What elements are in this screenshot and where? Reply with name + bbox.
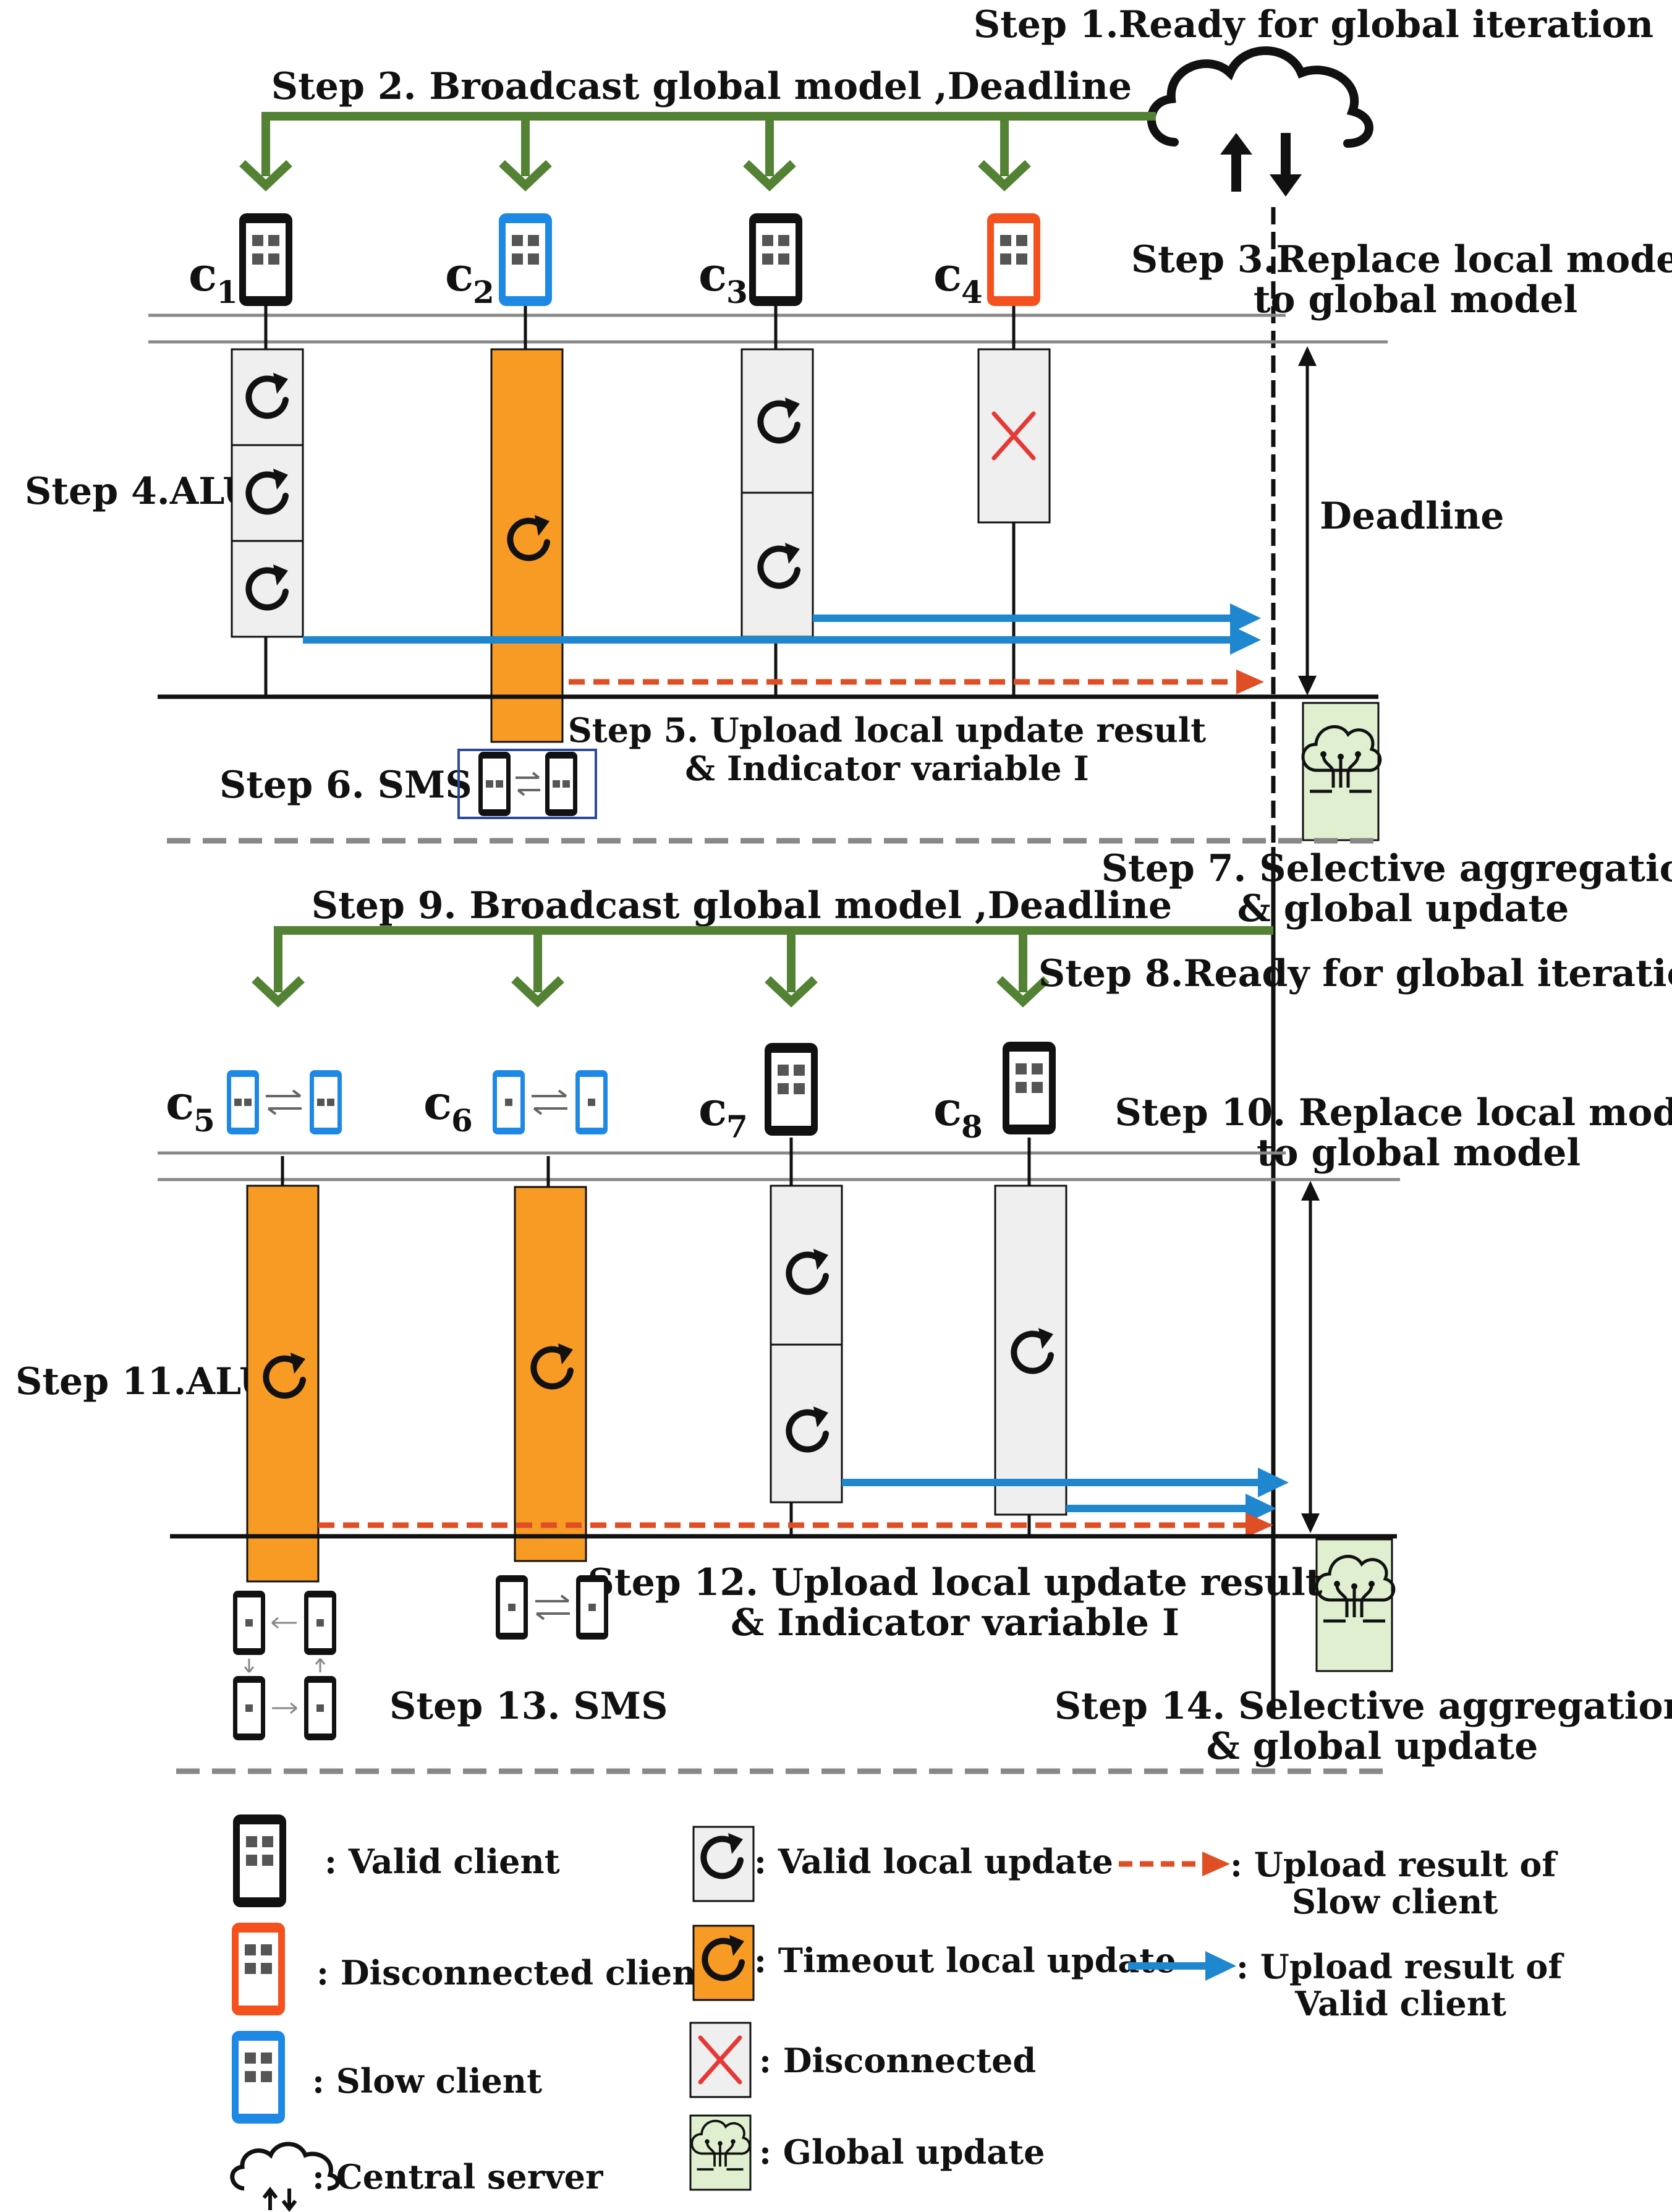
- client-c5-label: c: [166, 1075, 194, 1130]
- legend: : Valid client : Disconnected client : S…: [230, 1814, 1564, 2212]
- client-c8-label: c: [933, 1081, 962, 1136]
- step-13-label: Step 13. SMS: [389, 1685, 668, 1728]
- client-lifelines: [281, 1138, 1031, 1536]
- step-3-label: Step 3.Replace local model: [1131, 238, 1672, 281]
- client-c6-icon: [493, 1070, 608, 1134]
- client-lifelines: [264, 306, 1016, 697]
- step-14-label-2: & global update: [1207, 1725, 1538, 1768]
- step-11-label: Step 11.ALU: [15, 1360, 271, 1403]
- valid-update-block: [770, 1185, 843, 1346]
- timeout-update-block: [246, 1185, 320, 1583]
- client-c4-icon: [987, 213, 1040, 306]
- valid-update-block: [994, 1185, 1067, 1516]
- client-c5-icon: [227, 1070, 342, 1134]
- client-c6-sub: 6: [451, 1102, 473, 1139]
- client-c4-sub: 4: [961, 274, 983, 310]
- client-c8-sub: 8: [961, 1108, 983, 1145]
- client-c4-label: c: [933, 247, 962, 302]
- timeout-update-block: [490, 348, 564, 743]
- valid-update-block: [231, 540, 304, 638]
- client-c7-icon: [765, 1043, 818, 1136]
- legend-slow-client: : Slow client: [312, 2061, 542, 2101]
- client-c7-sub: 7: [726, 1108, 748, 1145]
- step-1-label: Step 1.Ready for global iteration: [974, 3, 1653, 46]
- step-8-label: Step 8.Ready for global iteration: [1038, 952, 1672, 995]
- client-c2-label: c: [445, 247, 473, 302]
- legend-disconnected: : Disconnected: [759, 2041, 1036, 2080]
- client-c3-icon: [749, 213, 802, 306]
- client-c7-label: c: [698, 1081, 727, 1136]
- step-12-label: Step 12. Upload local update result: [588, 1561, 1323, 1604]
- legend-valid-local-update: : Valid local update: [754, 1842, 1113, 1881]
- legend-valid-client: : Valid client: [325, 1842, 560, 1881]
- legend-upload-valid: : Upload result of: [1236, 1947, 1564, 1986]
- step-7-label-2: & global update: [1237, 887, 1569, 930]
- step-14-label: Step 14. Selective aggregation: [1055, 1685, 1672, 1728]
- legend-central-server: : Central server: [312, 2157, 603, 2197]
- step-6-label: Step 6. SMS: [219, 764, 472, 807]
- client-c2-icon: [499, 213, 552, 306]
- client-c3-sub: 3: [726, 274, 748, 310]
- client-c2-sub: 2: [473, 274, 494, 310]
- broadcast-arrow: [261, 112, 1156, 176]
- sms-four-way-icon: [233, 1591, 336, 1740]
- sms-exchange-icon: [496, 1575, 608, 1640]
- step-3-label-2: to global model: [1254, 278, 1577, 321]
- step-12-label-2: & Indicator variable I: [731, 1601, 1179, 1644]
- valid-update-block: [231, 348, 304, 446]
- client-c5-sub: 5: [193, 1102, 215, 1139]
- step-10-label-2: to global model: [1257, 1131, 1581, 1175]
- client-c1-label: c: [189, 247, 217, 302]
- step-4-label: Step 4.ALU: [25, 470, 255, 513]
- valid-update-block: [770, 1343, 843, 1504]
- legend-upload-slow-2: Slow client: [1292, 1882, 1498, 1921]
- step-9-label: Step 9. Broadcast global model ,Deadline: [312, 884, 1172, 927]
- legend-upload-slow: : Upload result of: [1230, 1845, 1558, 1884]
- valid-client-icon: [233, 1814, 286, 1907]
- client-c1-sub: 1: [216, 274, 238, 310]
- timeout-update-block: [514, 1186, 587, 1562]
- step-7-label: Step 7. Selective aggregation: [1101, 847, 1672, 890]
- disconnected-client-icon: [232, 1923, 285, 2015]
- valid-update-block: [231, 444, 304, 542]
- legend-global-update: : Global update: [759, 2132, 1045, 2172]
- broadcast-arrow: [274, 926, 1273, 992]
- legend-timeout-local-update: : Timeout local update: [754, 1941, 1176, 1980]
- step-5-label: Step 5. Upload local update result: [568, 710, 1207, 750]
- client-c1-icon: [239, 213, 292, 306]
- legend-upload-valid-2: Valid client: [1294, 1984, 1506, 2023]
- valid-update-block: [741, 348, 814, 494]
- central-server-legend-icon: [230, 2142, 340, 2212]
- client-c8-icon: [1003, 1042, 1056, 1134]
- client-c3-label: c: [698, 247, 727, 302]
- deadline-label: Deadline: [1320, 495, 1504, 538]
- step-5-label-2: & Indicator variable I: [685, 749, 1088, 788]
- step-2-label: Step 2. Broadcast global model ,Deadline: [271, 65, 1132, 108]
- client-c6-label: c: [423, 1075, 452, 1130]
- central-server-icon: [1147, 46, 1373, 197]
- legend-disconnected-client: : Disconnected client: [316, 1953, 712, 1993]
- slow-client-icon: [232, 2031, 285, 2124]
- step-10-label: Step 10. Replace local model: [1115, 1091, 1672, 1134]
- valid-update-block: [741, 491, 814, 638]
- sms-exchange-icon: [457, 749, 597, 819]
